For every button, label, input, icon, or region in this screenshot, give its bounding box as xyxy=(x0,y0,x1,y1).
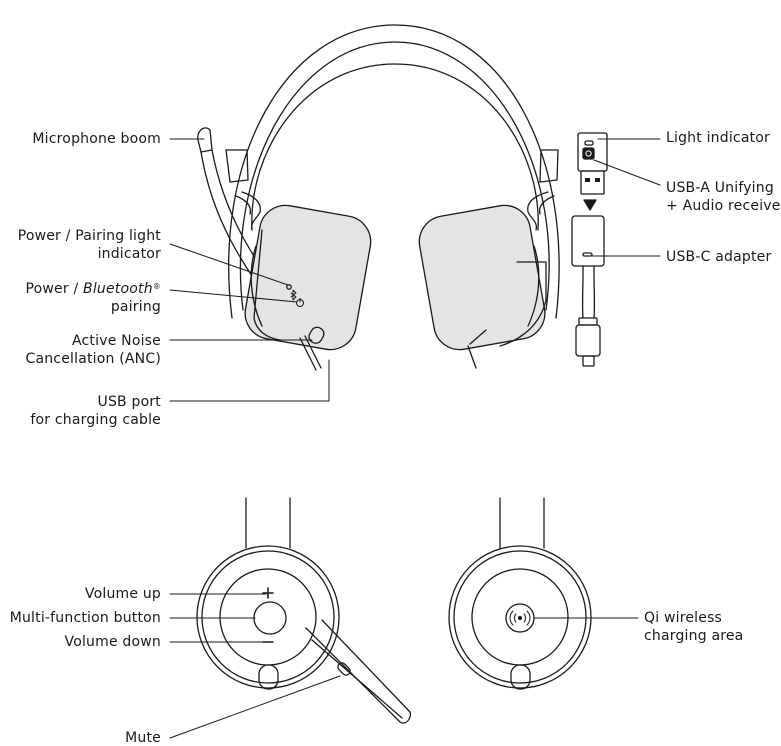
label-qi-charging: Qi wireless charging area xyxy=(644,610,744,644)
right-earcup xyxy=(418,204,547,369)
label-usb-port: USB port for charging cable xyxy=(30,394,161,428)
unifying-logo-icon xyxy=(582,147,595,160)
earcup-charging-view xyxy=(448,497,592,690)
wireless-charging-icon xyxy=(509,610,531,626)
label-multi-function-button: Multi-function button xyxy=(9,610,161,626)
label-power-bluetooth-pairing: Power / Bluetooth® pairing xyxy=(25,281,161,315)
label-power-pairing-light: Power / Pairing light indicator xyxy=(17,228,161,262)
leader-lines xyxy=(169,138,661,739)
label-volume-down: Volume down xyxy=(64,634,161,650)
label-microphone-boom: Microphone boom xyxy=(32,131,161,147)
label-usb-a-receiver: USB-A Unifying + Audio receiver xyxy=(666,180,781,214)
status-light-icon xyxy=(286,284,292,290)
label-anc: Active Noise Cancellation (ANC) xyxy=(25,333,161,367)
light-indicator-icon xyxy=(584,140,594,146)
label-mute: Mute xyxy=(125,730,161,746)
headband xyxy=(228,24,560,319)
left-yoke xyxy=(225,149,261,231)
right-yoke xyxy=(527,149,559,231)
label-usb-c-adapter: USB-C adapter xyxy=(666,249,772,265)
bluetooth-icon xyxy=(290,289,297,301)
label-light-indicator: Light indicator xyxy=(666,130,771,146)
left-earcup xyxy=(244,204,372,371)
anc-button-icon xyxy=(308,326,325,344)
label-volume-up: Volume up xyxy=(84,586,161,602)
earcup-controls-view xyxy=(196,497,412,724)
volume-up-icon xyxy=(262,587,274,599)
power-icon xyxy=(296,298,304,307)
usb-c-adapter xyxy=(571,215,605,367)
mute-button-icon xyxy=(337,662,351,676)
insert-arrow-icon xyxy=(583,199,597,211)
usb-a-receiver xyxy=(577,132,608,195)
